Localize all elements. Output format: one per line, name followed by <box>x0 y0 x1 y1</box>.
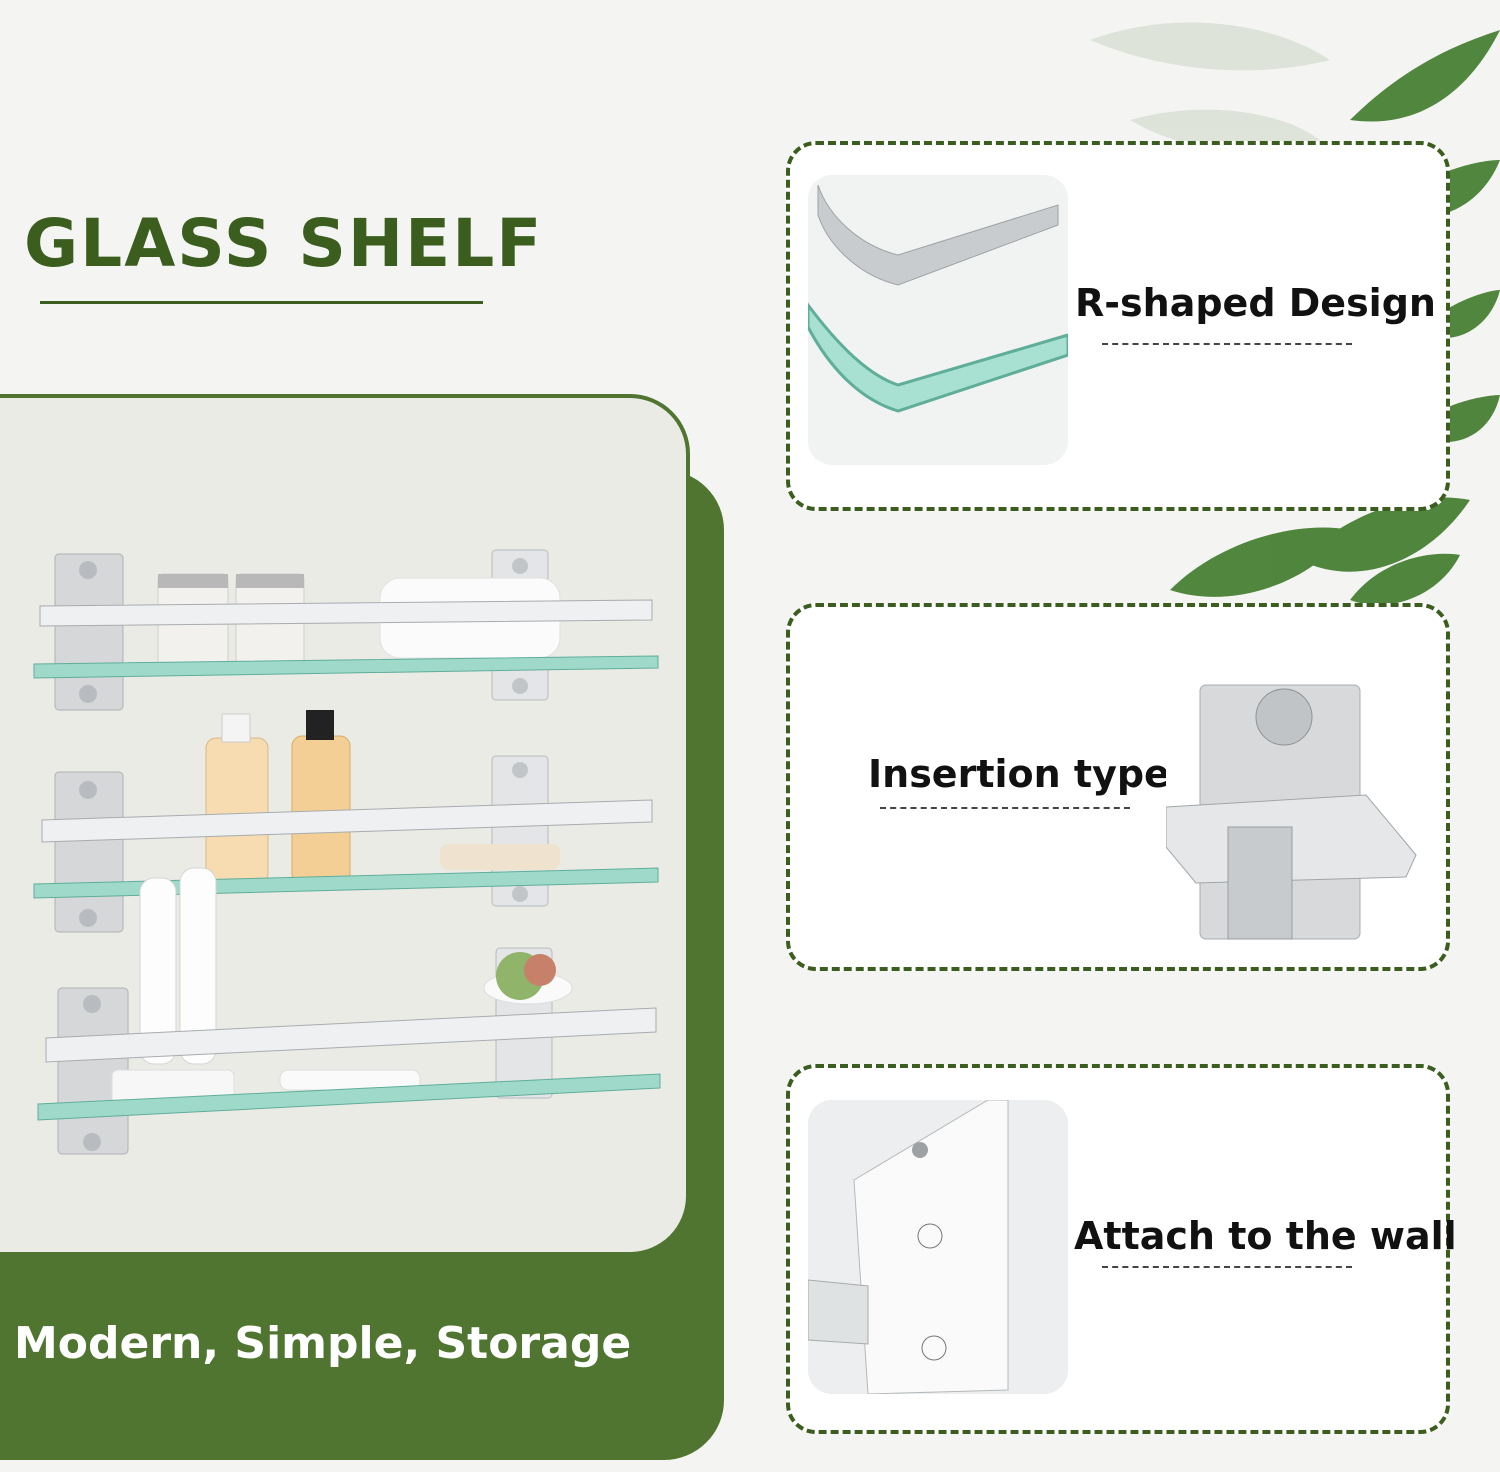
feature-card-r-shaped: R-shaped Design <box>786 141 1450 511</box>
feature-card-insertion: Insertion type <box>786 603 1450 971</box>
r-shaped-corner-image <box>808 175 1068 465</box>
page-title: GLASS SHELF <box>24 205 544 282</box>
shelves-illustration <box>33 549 661 1155</box>
plant-leaves-decoration <box>1090 22 1500 605</box>
feature-rule-attach <box>1102 1266 1352 1268</box>
shelf-middle <box>33 710 659 933</box>
feature-rule-insertion <box>880 807 1130 809</box>
feature-label-r-shaped: R-shaped Design <box>1075 281 1436 325</box>
feature-rule-r-shaped <box>1102 343 1352 345</box>
product-photo <box>0 394 690 1256</box>
insertion-bracket-image <box>1166 677 1428 941</box>
shelf-top <box>33 549 659 711</box>
wall-plate-image <box>808 1100 1068 1394</box>
feature-card-attach: Attach to the wall <box>786 1064 1457 1434</box>
title-underline <box>40 301 483 304</box>
shelf-bottom <box>37 867 661 1155</box>
feature-label-insertion: Insertion type <box>868 752 1170 796</box>
tagline: Modern, Simple, Storage <box>14 1318 632 1369</box>
feature-label-attach: Attach to the wall <box>1074 1214 1457 1258</box>
